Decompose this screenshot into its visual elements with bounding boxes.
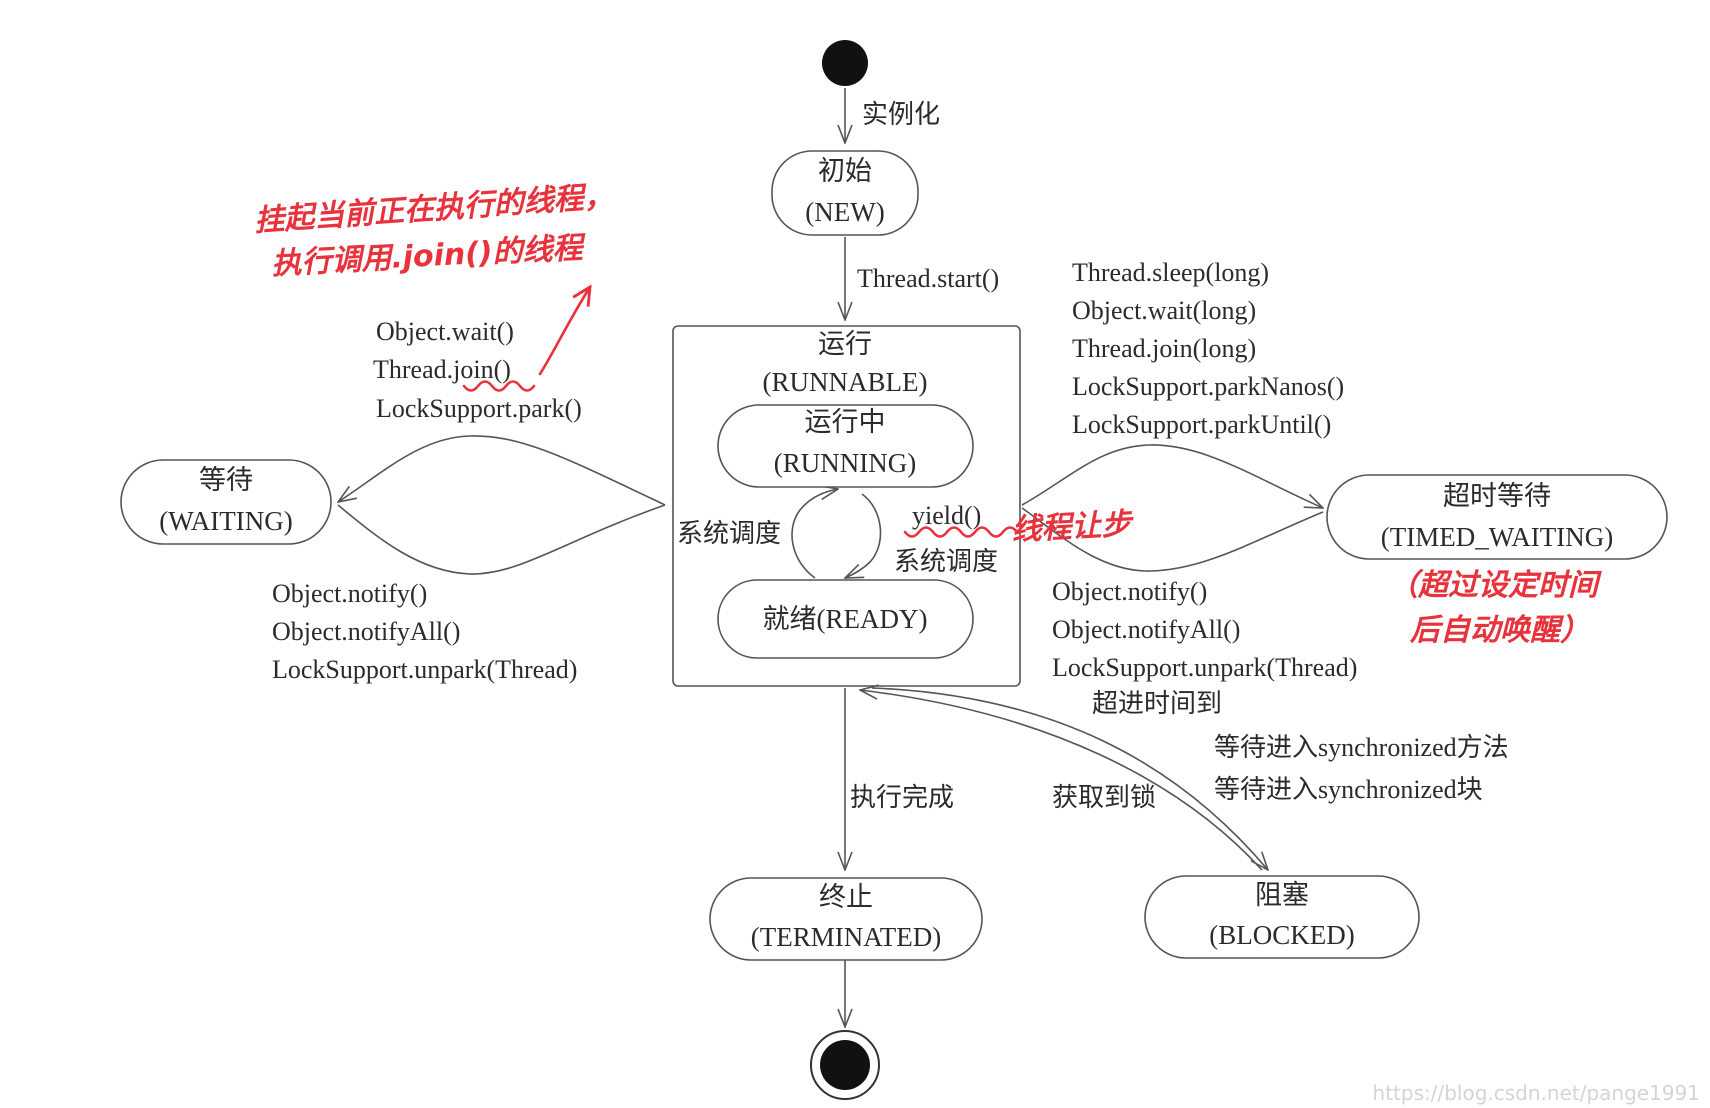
svg-text:Object.notifyAll(): Object.notifyAll() xyxy=(272,617,460,646)
svg-text:超时等待: 超时等待 xyxy=(1443,481,1551,511)
svg-text:就绪(READY): 就绪(READY) xyxy=(763,604,928,634)
arrow-got-lock xyxy=(860,690,1263,871)
label-yield: yield() xyxy=(912,501,981,530)
label-to-timed: Thread.sleep(long) Object.wait(long) Thr… xyxy=(1072,258,1344,439)
svg-text:LockSupport.unpark(Thread): LockSupport.unpark(Thread) xyxy=(1052,653,1357,682)
svg-text:(TIMED_WAITING): (TIMED_WAITING) xyxy=(1381,522,1613,552)
annotation-join-note: 挂起当前正在执行的线程， 执行调用.join()的线程 xyxy=(253,179,615,282)
state-ready: 就绪(READY) xyxy=(717,579,974,659)
svg-text:LockSupport.parkUntil(): LockSupport.parkUntil() xyxy=(1072,410,1331,439)
svg-text:LockSupport.unpark(Thread): LockSupport.unpark(Thread) xyxy=(272,655,577,684)
state-runnable: 运行 (RUNNABLE) xyxy=(672,325,1021,687)
svg-text:(RUNNING): (RUNNING) xyxy=(774,448,916,478)
arrow-from-waiting xyxy=(337,504,666,575)
arrow-to-waiting xyxy=(338,435,666,506)
label-wait-sync: 等待进入synchronized方法 等待进入synchronized块 xyxy=(1214,733,1509,804)
svg-text:Object.wait(long): Object.wait(long) xyxy=(1072,296,1256,325)
state-blocked: 阻塞 (BLOCKED) xyxy=(1144,875,1420,959)
label-from-waiting: Object.notify() Object.notifyAll() LockS… xyxy=(272,579,577,684)
svg-text:等待: 等待 xyxy=(199,465,253,495)
arrow-schedule-up xyxy=(791,489,838,579)
state-waiting: 等待 (WAITING) xyxy=(120,459,332,545)
initial-node xyxy=(822,40,868,86)
label-timeout-reached: 超进时间到 xyxy=(1092,689,1222,718)
svg-text:LockSupport.park(): LockSupport.park() xyxy=(376,394,582,423)
svg-text:阻塞: 阻塞 xyxy=(1255,880,1309,910)
svg-text:LockSupport.parkNanos(): LockSupport.parkNanos() xyxy=(1072,372,1344,401)
annotation-join-arrow xyxy=(538,287,590,376)
label-done: 执行完成 xyxy=(850,783,954,812)
state-terminated: 终止 (TERMINATED) xyxy=(709,877,983,961)
svg-text:初始: 初始 xyxy=(818,156,872,186)
svg-text:Object.notify(): Object.notify() xyxy=(1052,577,1207,606)
label-schedule-left: 系统调度 xyxy=(677,519,781,548)
svg-text:终止: 终止 xyxy=(819,882,873,912)
svg-text:Object.wait(): Object.wait() xyxy=(376,317,514,346)
state-new: 初始 (NEW) xyxy=(771,150,919,236)
watermark: https://blog.csdn.net/pange1991 xyxy=(1373,1081,1700,1105)
label-got-lock: 获取到锁 xyxy=(1052,783,1156,812)
label-start: Thread.start() xyxy=(857,264,999,293)
arrow-to-timed xyxy=(1021,444,1323,508)
svg-text:（超过设定时间: （超过设定时间 xyxy=(1388,568,1602,603)
annotation-yield-note: 线程让步 xyxy=(1011,507,1136,548)
svg-text:Thread.sleep(long): Thread.sleep(long) xyxy=(1072,258,1269,287)
label-to-waiting: Object.wait() Thread.join() LockSupport.… xyxy=(373,317,582,423)
svg-text:(RUNNABLE): (RUNNABLE) xyxy=(763,367,928,397)
svg-text:挂起当前正在执行的线程，: 挂起当前正在执行的线程， xyxy=(253,179,615,239)
svg-text:Thread.join(long): Thread.join(long) xyxy=(1072,334,1256,363)
annotation-join-underline xyxy=(462,380,536,392)
svg-text:等待进入synchronized方法: 等待进入synchronized方法 xyxy=(1214,733,1509,762)
svg-text:等待进入synchronized块: 等待进入synchronized块 xyxy=(1214,775,1483,804)
svg-text:运行中: 运行中 xyxy=(805,407,886,437)
arrow-wait-lock xyxy=(871,687,1268,870)
svg-text:Object.notify(): Object.notify() xyxy=(272,579,427,608)
state-running: 运行中 (RUNNING) xyxy=(717,404,974,488)
svg-text:运行: 运行 xyxy=(818,329,872,359)
svg-text:(BLOCKED): (BLOCKED) xyxy=(1209,920,1354,950)
state-timed-waiting: 超时等待 (TIMED_WAITING) xyxy=(1326,474,1668,560)
arrow-schedule-down xyxy=(845,493,882,578)
final-node xyxy=(810,1030,880,1100)
svg-text:(TERMINATED): (TERMINATED) xyxy=(751,922,941,952)
svg-text:Thread.join(): Thread.join() xyxy=(373,355,511,384)
label-instantiate: 实例化 xyxy=(862,100,940,129)
svg-text:执行调用.join()的线程: 执行调用.join()的线程 xyxy=(271,231,588,282)
svg-text:Object.notifyAll(): Object.notifyAll() xyxy=(1052,615,1240,644)
annotation-timed-note: （超过设定时间 后自动唤醒） xyxy=(1388,568,1602,648)
annotation-yield-underline xyxy=(903,526,1019,538)
svg-text:(NEW): (NEW) xyxy=(805,197,884,227)
arrow-from-timed xyxy=(1021,507,1324,572)
label-from-timed: Object.notify() Object.notifyAll() LockS… xyxy=(1052,577,1357,682)
svg-text:(WAITING): (WAITING) xyxy=(159,506,292,536)
connectors xyxy=(338,88,1323,1027)
svg-text:后自动唤醒）: 后自动唤醒） xyxy=(1409,613,1590,648)
label-schedule-right: 系统调度 xyxy=(894,547,998,576)
